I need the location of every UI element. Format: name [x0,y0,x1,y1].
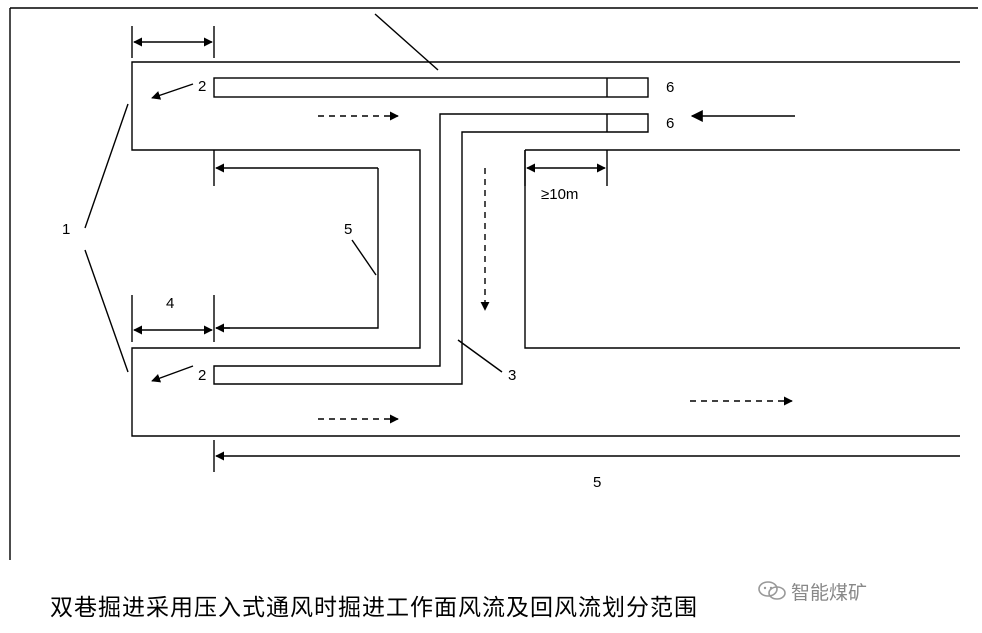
label-3: 3 [508,367,516,384]
outlet-arrow-bottom [151,365,194,383]
figure-caption: 双巷掘进采用压入式通风时掘进工作面风流及回风流划分范围 [50,595,698,621]
label-distance: ≥10m [541,186,578,203]
label-6-top: 6 [666,79,674,96]
lower-roadway-upper-wall [524,150,960,349]
air-duct-connecting [213,113,649,385]
label-1: 1 [62,221,70,238]
label-5-bottom: 5 [593,474,601,491]
outlet-arrow-top [151,83,194,100]
label-4: 4 [166,295,174,312]
leader-3 [457,339,503,373]
leader-1-upper [84,103,129,229]
label-5-mid: 5 [344,221,352,238]
label-2-top: 2 [198,78,206,95]
watermark: 智能煤矿 [757,578,867,604]
air-duct-upper [213,77,649,98]
wechat-icon [758,581,786,600]
upper-roadway-outline [131,61,960,437]
label-6-bottom: 6 [666,115,674,132]
leader-line-top [374,13,439,71]
leader-5-mid [351,239,377,276]
leader-1-lower [84,249,129,373]
label-2-bottom: 2 [198,367,206,384]
return-air-path-mid [216,168,379,329]
watermark-text: 智能煤矿 [791,581,868,604]
